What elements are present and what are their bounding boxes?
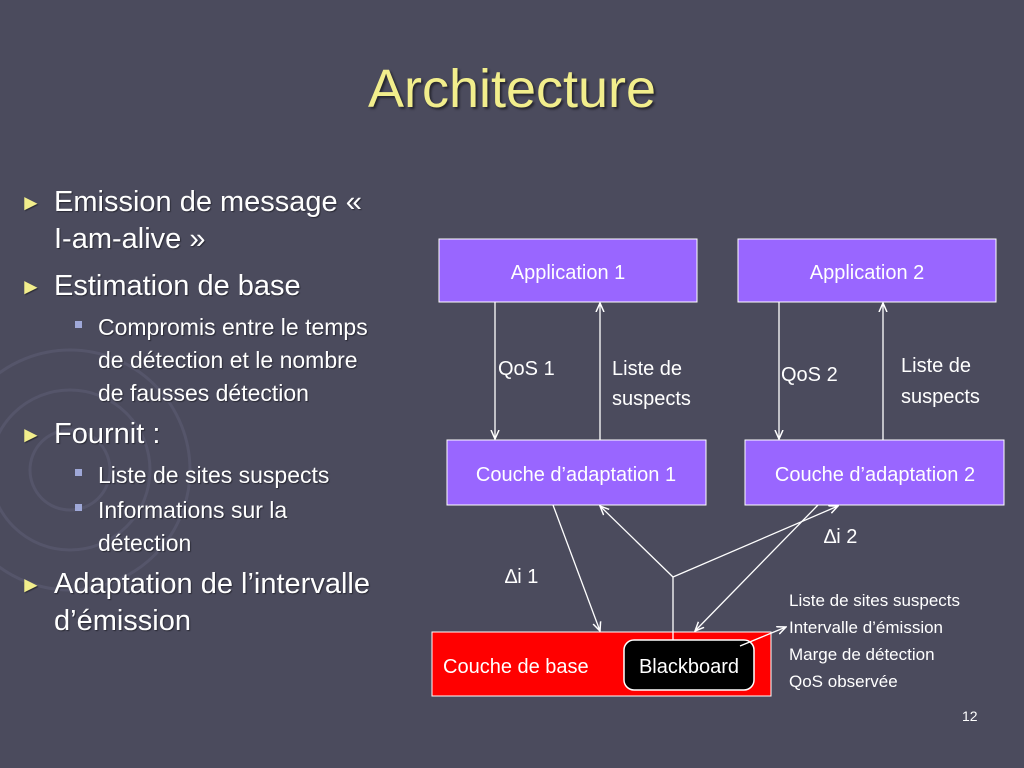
slide-title: Architecture: [367, 59, 657, 119]
application-1-box: [438, 238, 698, 303]
liste2-label-line2: suspects: [901, 386, 980, 408]
couche-adaptation-2-box: [744, 439, 1005, 506]
triangle-bullet-icon: ►: [20, 422, 42, 447]
sub-bullet-line: de détection et le nombre: [98, 347, 358, 373]
arrow-to-info: [739, 627, 786, 647]
bullet-line: Fournit :: [54, 418, 161, 450]
liste1-label-line2: suspects: [612, 388, 691, 410]
bullet-line: d’émission: [54, 605, 191, 637]
page-number: 12: [962, 708, 978, 724]
sub-bullet-compromis: Compromis entre le temps de détection et…: [20, 311, 440, 410]
sub-bullet-line: Informations sur la: [98, 497, 288, 523]
delta1-label: ∆i 1: [505, 566, 538, 588]
square-bullet-icon: [75, 504, 82, 511]
info-line-4: QoS observée: [789, 672, 898, 691]
sub-bullet-informations: Informations sur la détection: [20, 494, 440, 560]
sub-bullet-line: détection: [98, 530, 192, 556]
arrow-to-adapt1: [600, 506, 674, 578]
arrow-delta1: [552, 504, 600, 631]
sub-bullet-line: Liste de sites suspects: [98, 462, 330, 488]
application-2-box: [737, 238, 997, 303]
qos2-label: QoS 2: [781, 364, 838, 386]
blackboard-label: Blackboard: [639, 656, 739, 678]
sub-bullet-line: Compromis entre le temps: [98, 314, 368, 340]
bullet-estimation: ► Estimation de base: [20, 268, 440, 305]
delta2-label: ∆i 2: [824, 526, 857, 548]
application-2-label: Application 2: [810, 262, 925, 284]
arrow-delta2: [695, 504, 819, 631]
couche-adaptation-1-label: Couche d’adaptation 1: [476, 464, 676, 486]
couche-de-base-label: Couche de base: [443, 656, 589, 678]
bullet-line: I-am-alive »: [54, 223, 206, 255]
info-line-2: Intervalle d’émission: [789, 618, 943, 637]
sub-bullet-line: de fausses détection: [98, 380, 309, 406]
triangle-bullet-icon: ►: [20, 572, 42, 597]
bullet-fournit: ► Fournit :: [20, 416, 440, 453]
liste1-label-line1: Liste de: [612, 358, 682, 380]
application-1-label: Application 1: [511, 262, 626, 284]
couche-adaptation-2-label: Couche d’adaptation 2: [775, 464, 975, 486]
square-bullet-icon: [75, 469, 82, 476]
liste2-label-line1: Liste de: [901, 355, 971, 377]
bullet-list: ► Emission de message « I-am-alive » ► E…: [20, 184, 440, 650]
square-bullet-icon: [75, 321, 82, 328]
sub-bullet-liste: Liste de sites suspects: [20, 459, 440, 492]
triangle-bullet-icon: ►: [20, 190, 42, 215]
bullet-adaptation: ► Adaptation de l’intervalle d’émission: [20, 566, 440, 640]
qos1-label: QoS 1: [498, 358, 555, 380]
bullet-line: Adaptation de l’intervalle: [54, 568, 370, 600]
info-line-1: Liste de sites suspects: [789, 591, 960, 610]
bullet-emission: ► Emission de message « I-am-alive »: [20, 184, 440, 258]
couche-adaptation-1-box: [446, 439, 707, 506]
triangle-bullet-icon: ►: [20, 274, 42, 299]
bullet-line: Emission de message «: [54, 186, 362, 218]
arrow-to-adapt2: [672, 506, 838, 578]
bullet-line: Estimation de base: [54, 270, 301, 302]
info-line-3: Marge de détection: [789, 645, 935, 664]
blackboard-box: [623, 639, 755, 691]
